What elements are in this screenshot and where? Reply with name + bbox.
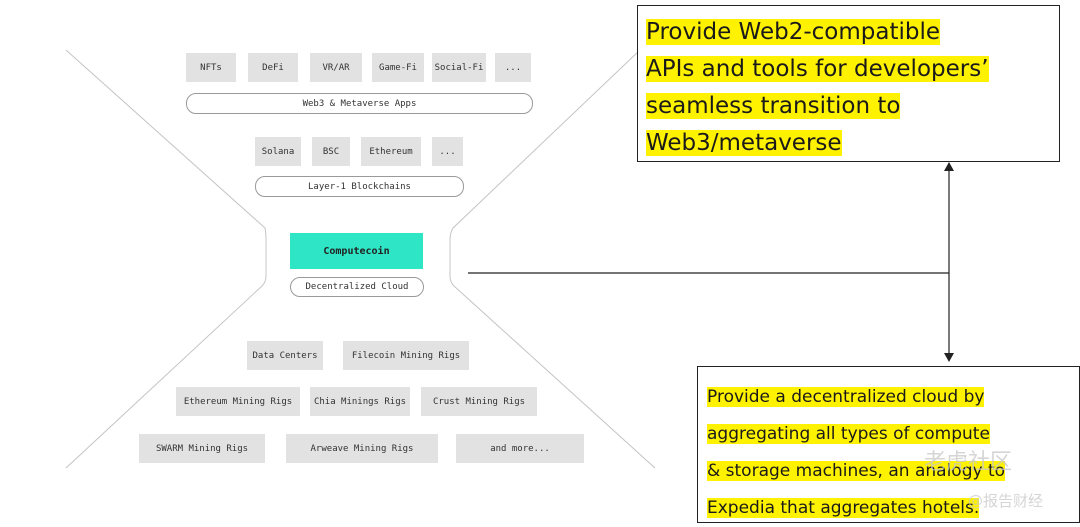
top-callout-line: seamless transition to (646, 93, 901, 119)
app-tile-game-fi: Game-Fi (372, 53, 424, 82)
resource-tile-swarm: SWARM Mining Rigs (139, 434, 265, 463)
bottom-callout-box: Provide a decentralized cloud by aggrega… (697, 366, 1080, 523)
apps-layer-label: Web3 & Metaverse Apps (186, 93, 533, 114)
resource-tile-arweave: Arweave Mining Rigs (286, 434, 438, 463)
bottom-callout-line: aggregating all types of compute (707, 424, 990, 444)
chain-tile-solana: Solana (255, 137, 301, 166)
resource-tile-ethereum: Ethereum Mining Rigs (176, 387, 300, 416)
top-callout-box: Provide Web2-compatible APIs and tools f… (637, 5, 1060, 162)
blockchain-layer-label: Layer-1 Blockchains (255, 176, 464, 197)
arrow-up-icon (944, 162, 954, 171)
app-tile-social-fi: Social-Fi (432, 53, 486, 82)
top-callout-line: APIs and tools for developers’ (646, 56, 989, 82)
watermark-text: 老虎社区 (924, 450, 1013, 475)
bottom-callout-line: & storage machines, an analogy to (707, 461, 1006, 481)
connector-lines (468, 170, 950, 353)
top-callout-line: Web3/metaverse (646, 130, 842, 156)
resource-tile-data-centers: Data Centers (247, 341, 323, 370)
top-callout-line: Provide Web2-compatible (646, 19, 940, 45)
resource-tile-crust: Crust Mining Rigs (421, 387, 537, 416)
app-tile-vr-ar: VR/AR (310, 53, 362, 82)
app-tile-nfts: NFTs (186, 53, 236, 82)
chain-tile-more: ... (432, 137, 463, 166)
chain-tile-ethereum: Ethereum (361, 137, 421, 166)
resource-tile-filecoin: Filecoin Mining Rigs (343, 341, 469, 370)
app-tile-defi: DeFi (248, 53, 298, 82)
chain-tile-bsc: BSC (312, 137, 350, 166)
arrow-down-icon (944, 353, 954, 362)
bottom-callout-line: Provide a decentralized cloud by (707, 387, 985, 407)
computecoin-box: Computecoin (290, 233, 423, 269)
resource-tile-chia: Chia Minings Rigs (310, 387, 410, 416)
resource-tile-more: and more... (456, 434, 584, 463)
decentralized-cloud-label: Decentralized Cloud (290, 277, 424, 297)
bottom-callout-line: Expedia that aggregates hotels. (707, 498, 980, 518)
watermark-text-secondary: @报告财经 (968, 492, 1044, 510)
app-tile-more: ... (495, 53, 531, 82)
